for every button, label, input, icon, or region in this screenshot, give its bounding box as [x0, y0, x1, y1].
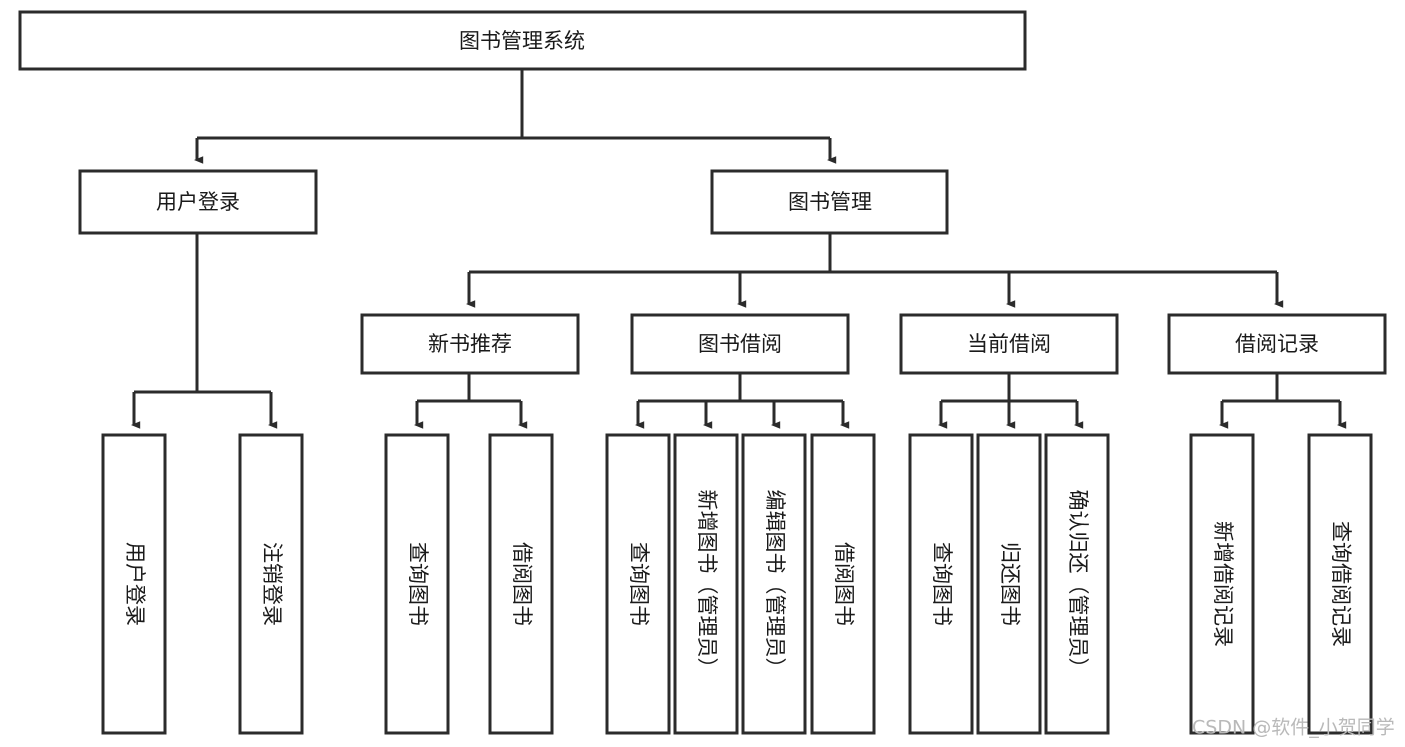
node-book-borrow[interactable]: 图书借阅 — [630, 313, 850, 375]
node-current-borrow-box[interactable] — [899, 313, 1119, 375]
node-borrow-record-box[interactable] — [1167, 313, 1387, 375]
node-leaf-logout-login-box[interactable] — [238, 433, 304, 735]
node-leaf-query-book-1-box[interactable] — [384, 433, 450, 735]
node-leaf-query-record[interactable]: 查询借阅记录 — [1307, 433, 1373, 735]
node-leaf-user-login-box[interactable] — [101, 433, 167, 735]
node-book-borrow-label: 图书借阅 — [698, 332, 782, 356]
node-new-book-recommend-label: 新书推荐 — [428, 332, 512, 356]
node-leaf-borrow-book-1-label: 借阅图书 — [510, 542, 534, 626]
node-leaf-edit-book-box[interactable] — [741, 433, 807, 735]
node-user-login-box[interactable] — [78, 169, 318, 235]
node-leaf-return-book[interactable]: 归还图书 — [976, 433, 1042, 735]
node-leaf-logout-login[interactable]: 注销登录 — [238, 433, 304, 735]
node-current-borrow[interactable]: 当前借阅 — [899, 313, 1119, 375]
node-leaf-user-login-label: 用户登录 — [123, 542, 147, 626]
node-book-borrow-box[interactable] — [630, 313, 850, 375]
node-leaf-confirm-return[interactable]: 确认归还（管理员） — [1044, 433, 1110, 735]
connector-group-current-borrow-to-leaves — [937, 373, 1084, 429]
node-leaf-edit-book-label: 编辑图书（管理员） — [763, 490, 787, 679]
node-leaf-query-book-3-label: 查询图书 — [930, 542, 954, 626]
node-borrow-record-label: 借阅记录 — [1235, 332, 1319, 356]
node-leaf-add-record-label: 新增借阅记录 — [1211, 521, 1235, 647]
node-root-book-management-system[interactable]: 图书管理系统 — [18, 10, 1027, 71]
node-leaf-add-record-box[interactable] — [1189, 433, 1255, 735]
node-leaf-query-record-box[interactable] — [1307, 433, 1373, 735]
node-book-management-box[interactable] — [710, 169, 949, 235]
node-user-login[interactable]: 用户登录 — [78, 169, 318, 235]
connector-group-new-book-recommend-to-leaves — [413, 373, 528, 429]
connector-group-root-to-level2 — [193, 69, 837, 164]
node-leaf-add-record[interactable]: 新增借阅记录 — [1189, 433, 1255, 735]
node-leaf-query-record-label: 查询借阅记录 — [1329, 521, 1353, 647]
node-leaf-query-book-2[interactable]: 查询图书 — [605, 433, 671, 735]
node-leaf-borrow-book-1-box[interactable] — [488, 433, 554, 735]
node-leaf-query-book-3-box[interactable] — [908, 433, 974, 735]
connector-group-book-borrow-to-leaves — [634, 373, 850, 429]
connector-group-borrow-record-to-leaves — [1218, 373, 1347, 429]
node-book-management-label: 图书管理 — [788, 190, 872, 214]
node-leaf-query-book-1-label: 查询图书 — [406, 542, 430, 626]
node-root-label: 图书管理系统 — [459, 29, 585, 53]
node-leaf-query-book-1[interactable]: 查询图书 — [384, 433, 450, 735]
node-current-borrow-label: 当前借阅 — [967, 332, 1051, 356]
node-leaf-borrow-book-2[interactable]: 借阅图书 — [810, 433, 876, 735]
node-leaf-add-book-label: 新增图书（管理员） — [695, 490, 719, 679]
connector-group-book-management-to-level3 — [465, 233, 1284, 308]
node-new-book-recommend-box[interactable] — [360, 313, 580, 375]
node-leaf-add-book[interactable]: 新增图书（管理员） — [673, 433, 739, 735]
node-leaf-add-book-box[interactable] — [673, 433, 739, 735]
node-book-management[interactable]: 图书管理 — [710, 169, 949, 235]
node-root-box[interactable] — [18, 10, 1027, 71]
node-new-book-recommend[interactable]: 新书推荐 — [360, 313, 580, 375]
node-leaf-logout-login-label: 注销登录 — [260, 542, 284, 626]
csdn-watermark: CSDN @软件_小贺同学 — [1192, 717, 1395, 739]
node-leaf-borrow-book-1[interactable]: 借阅图书 — [488, 433, 554, 735]
node-leaf-return-book-label: 归还图书 — [998, 542, 1022, 626]
node-leaf-return-book-box[interactable] — [976, 433, 1042, 735]
node-leaf-confirm-return-label: 确认归还（管理员） — [1066, 490, 1090, 679]
node-leaf-borrow-book-2-box[interactable] — [810, 433, 876, 735]
connector-group-user-login-to-leaves — [130, 233, 278, 429]
node-leaf-edit-book[interactable]: 编辑图书（管理员） — [741, 433, 807, 735]
node-leaf-user-login[interactable]: 用户登录 — [101, 433, 167, 735]
node-leaf-query-book-2-box[interactable] — [605, 433, 671, 735]
node-leaf-query-book-3[interactable]: 查询图书 — [908, 433, 974, 735]
node-user-login-label: 用户登录 — [156, 190, 240, 214]
node-leaf-borrow-book-2-label: 借阅图书 — [832, 542, 856, 626]
node-borrow-record[interactable]: 借阅记录 — [1167, 313, 1387, 375]
node-leaf-confirm-return-box[interactable] — [1044, 433, 1110, 735]
node-leaf-query-book-2-label: 查询图书 — [627, 542, 651, 626]
